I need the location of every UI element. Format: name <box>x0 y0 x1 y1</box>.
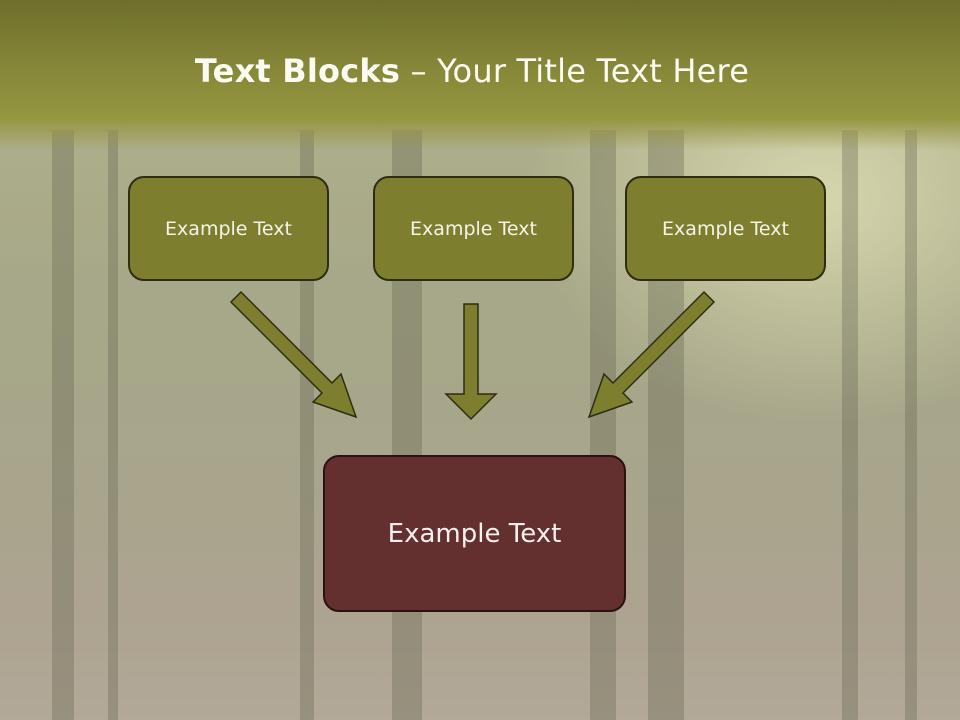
title-bold-part: Text Blocks <box>194 52 401 90</box>
title-rest-part: Your Title Text Here <box>437 52 750 90</box>
text-block-right[interactable]: Example Text <box>625 176 826 281</box>
text-block-right-label: Example Text <box>662 217 789 240</box>
arrow-down-icon <box>444 303 498 421</box>
arrow-down-right-icon <box>229 290 358 419</box>
arrow-down-left-icon <box>587 290 716 419</box>
slide-title: Text Blocks – Your Title Text Here <box>0 52 944 90</box>
text-block-result[interactable]: Example Text <box>323 455 626 612</box>
text-block-center[interactable]: Example Text <box>373 176 574 281</box>
text-block-center-label: Example Text <box>410 217 537 240</box>
title-separator: – <box>400 52 438 90</box>
text-block-left-label: Example Text <box>165 217 292 240</box>
title-band <box>0 0 960 150</box>
text-block-result-label: Example Text <box>387 518 562 549</box>
text-block-left[interactable]: Example Text <box>128 176 329 281</box>
